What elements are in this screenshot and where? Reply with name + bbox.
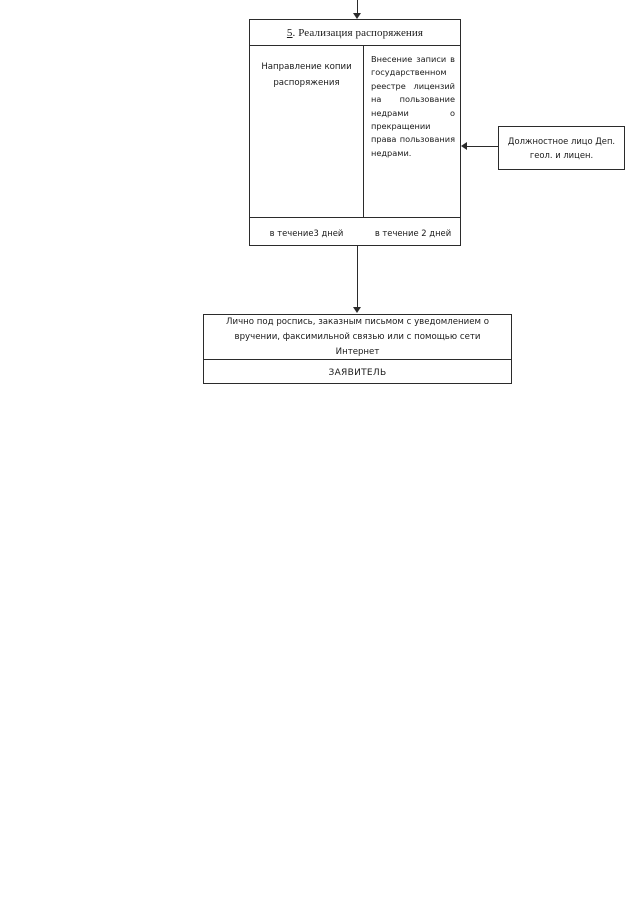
applicant-box: Лично под роспись, заказным письмом с ув… bbox=[203, 314, 512, 384]
connector-official-line bbox=[466, 146, 499, 147]
left-deadline-cell: в течение3 дней bbox=[269, 227, 344, 238]
table-row-divider bbox=[250, 217, 460, 218]
connector-official-arrowhead bbox=[461, 142, 467, 150]
table-column-divider bbox=[363, 46, 364, 217]
applicant-label: ЗАЯВИТЕЛЬ bbox=[328, 367, 387, 378]
connector-incoming-line bbox=[357, 0, 358, 14]
step-5-title: 5. Реализация распоряжения bbox=[250, 20, 460, 46]
connector-applicant-arrowhead bbox=[353, 307, 361, 313]
step-5-table: 5. Реализация распоряжения Направление к… bbox=[249, 19, 461, 246]
right-deadline-cell: в течение 2 дней bbox=[374, 227, 452, 238]
left-action-cell: Направление копии распоряжения bbox=[261, 62, 352, 88]
right-action-cell: Внесение записи в государственном реестр… bbox=[371, 54, 455, 158]
connector-applicant-line bbox=[357, 246, 358, 308]
connector-incoming-arrowhead bbox=[353, 13, 361, 19]
official-person-box: Должностное лицо Деп. геол. и лицен. bbox=[498, 126, 625, 170]
step-title-text: . Реализация распоряжения bbox=[292, 26, 424, 39]
delivery-method-text: Лично под роспись, заказным письмом с ув… bbox=[204, 315, 511, 360]
step-number: 5 bbox=[286, 26, 293, 39]
